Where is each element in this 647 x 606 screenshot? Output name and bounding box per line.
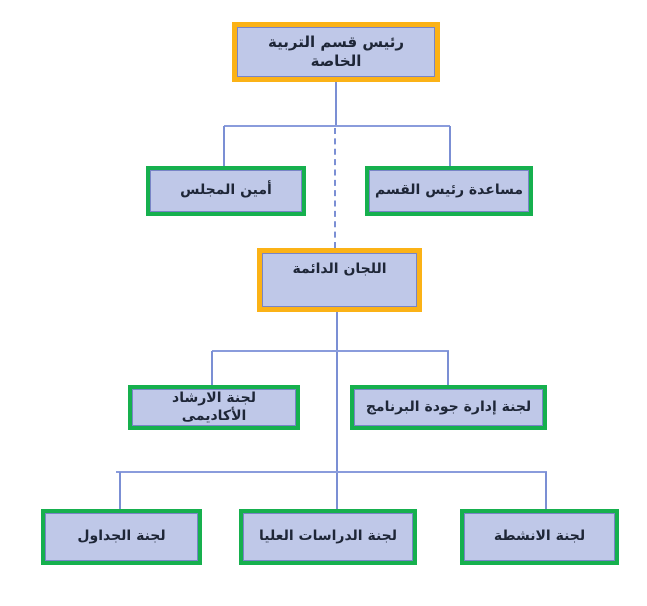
connector-row5-horizontal — [116, 471, 547, 473]
org-node-label: لجنة الجداول — [77, 528, 166, 545]
org-node-dept-head-assistant: مساعدة رئيس القسم — [365, 166, 533, 216]
org-node-program-quality-committee: لجنة إدارة جودة البرنامج — [350, 385, 547, 430]
connector-dashed-to-standing-committees — [334, 128, 336, 248]
connector-row4-horizontal — [212, 350, 449, 352]
connector-row2-horizontal — [224, 125, 450, 127]
org-node-label: لجنة الارشاد الأكاديمى — [172, 390, 256, 424]
connector-drop-schedules — [119, 472, 121, 509]
org-node-department-head: رئيس قسم التربية الخاصة — [232, 22, 440, 82]
org-node-label: رئيس قسم التربية الخاصة — [268, 33, 404, 70]
org-node-label: اللجان الدائمة — [292, 261, 387, 277]
org-node-label: مساعدة رئيس القسم — [374, 182, 523, 199]
org-node-academic-advising-committee: لجنة الارشاد الأكاديمى — [128, 385, 300, 430]
org-node-graduate-studies-committee: لجنة الدراسات العليا — [239, 509, 417, 565]
org-node-standing-committees: اللجان الدائمة — [257, 248, 422, 312]
org-node-activities-committee: لجنة الانشطة — [460, 509, 619, 565]
org-node-label: أمين المجلس — [180, 182, 272, 199]
connector-drop-academic-advising — [211, 351, 213, 385]
org-node-council-secretary: أمين المجلس — [146, 166, 306, 216]
org-node-schedules-committee: لجنة الجداول — [41, 509, 202, 565]
connector-drop-dept-head-assistant — [449, 126, 451, 166]
org-node-label: لجنة إدارة جودة البرنامج — [365, 398, 532, 415]
connector-drop-program-quality — [447, 351, 449, 385]
connector-head-down — [335, 82, 337, 126]
connector-committees-trunk — [336, 312, 338, 509]
org-node-label: لجنة الانشطة — [493, 528, 586, 545]
connector-drop-council-secretary — [223, 126, 225, 166]
org-node-label: لجنة الدراسات العليا — [258, 528, 398, 545]
connector-drop-activities — [545, 472, 547, 509]
